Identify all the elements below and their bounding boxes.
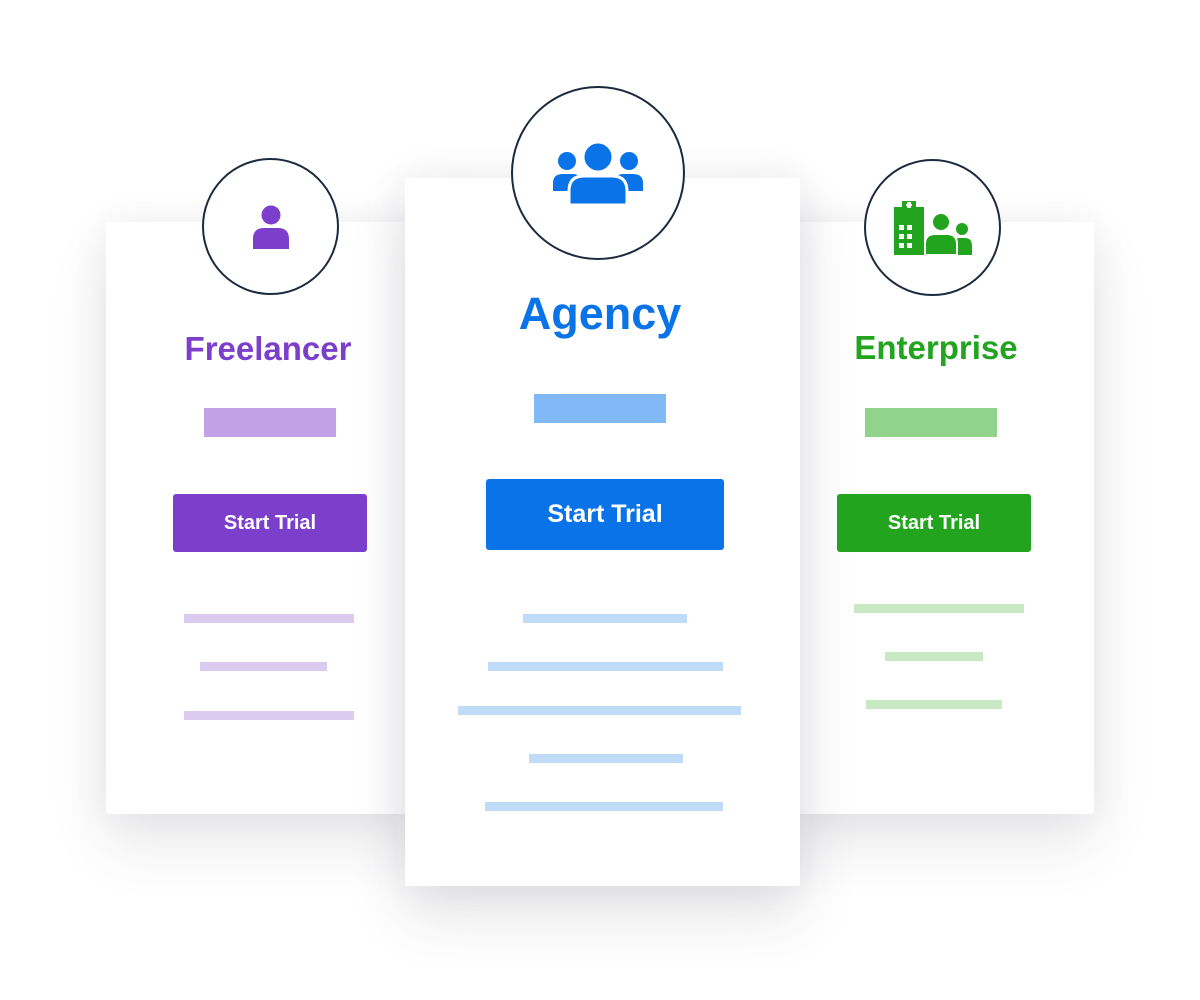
building-window — [906, 242, 912, 248]
team-member-left-head — [558, 152, 576, 170]
price-placeholder-freelancer — [204, 408, 336, 437]
feature-line-agency — [523, 614, 687, 623]
feature-line-freelancer — [184, 614, 354, 623]
person-body — [923, 232, 958, 255]
building-window — [898, 233, 904, 239]
team-member-center-body — [567, 174, 629, 205]
plan-title-agency: Agency — [518, 288, 682, 339]
person-icon-body — [252, 227, 289, 249]
building-team-icon — [893, 200, 972, 255]
person-icon-head — [261, 205, 280, 224]
start-trial-button-agency[interactable]: Start Trial — [486, 479, 724, 550]
building-window — [906, 233, 912, 239]
plan-icon-circle-enterprise — [864, 159, 1001, 296]
feature-line-enterprise — [866, 700, 1002, 709]
start-trial-button-freelancer[interactable]: Start Trial — [173, 494, 367, 552]
feature-line-agency — [458, 706, 741, 715]
price-placeholder-enterprise — [865, 408, 997, 437]
plan-title-freelancer: Freelancer — [184, 330, 352, 367]
start-trial-button-enterprise[interactable]: Start Trial — [837, 494, 1031, 552]
person-icon — [252, 205, 289, 249]
building-window — [898, 224, 904, 230]
price-placeholder-agency — [534, 394, 666, 423]
feature-line-enterprise — [854, 604, 1024, 613]
building-window — [906, 224, 912, 230]
feature-line-agency — [485, 802, 723, 811]
building-cross-h — [905, 203, 912, 206]
feature-line-agency — [529, 754, 683, 763]
feature-line-freelancer — [200, 662, 327, 671]
team-member-center-head — [581, 141, 615, 174]
feature-line-agency — [488, 662, 723, 671]
team-icon — [553, 141, 643, 205]
feature-line-freelancer — [184, 711, 354, 720]
team-member-right-head — [620, 152, 638, 170]
feature-line-enterprise — [885, 652, 983, 661]
building-window — [898, 242, 904, 248]
person-head — [930, 211, 951, 232]
plan-title-enterprise: Enterprise — [854, 329, 1018, 366]
plan-icon-circle-agency — [511, 86, 685, 260]
person-head-small — [955, 222, 968, 235]
plan-icon-circle-freelancer — [202, 158, 339, 295]
